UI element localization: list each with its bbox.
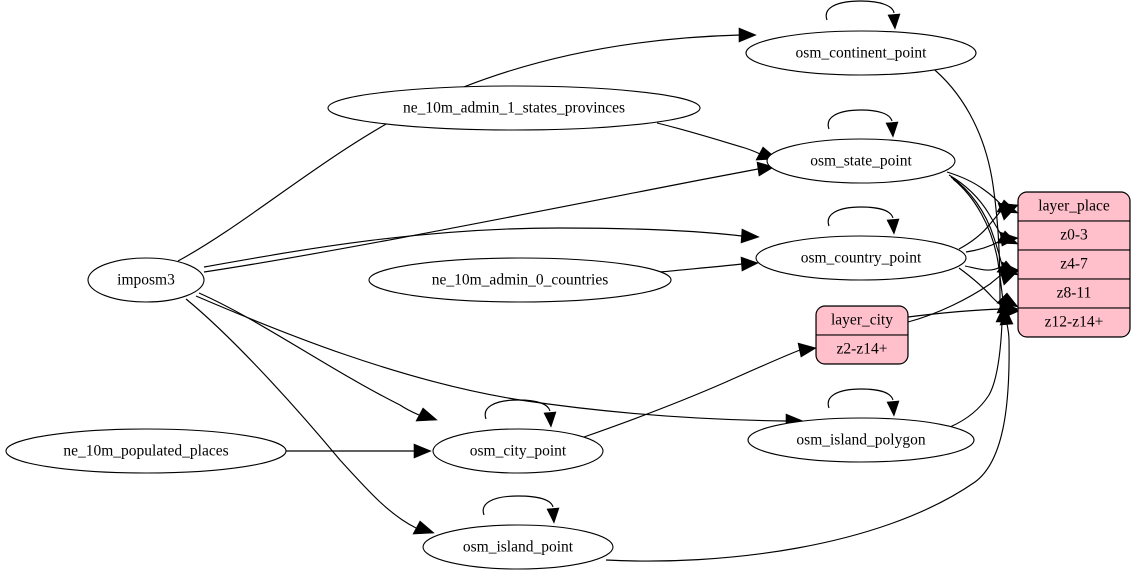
edge-ne-admin0-to-osm-country-point — [659, 256, 759, 273]
edge-ne-populated-to-osm-city-point — [286, 443, 432, 459]
node-label-ne-populated: ne_10m_populated_places — [63, 443, 228, 460]
edge-self-loop-osm-city-point — [484, 399, 557, 428]
record-cell-layer-place-z12-z14[interactable] — [1018, 307, 1130, 337]
record-cell-layer-city-z2-z14[interactable] — [816, 334, 908, 364]
node-ne-10m-admin-0-countries[interactable]: ne_10m_admin_0_countries — [368, 257, 672, 303]
record-layer: layer_place z0-3 z4-7 z8-11 z12-z14+ lay… — [815, 191, 1131, 365]
node-layer: imposm3 ne_10m_admin_1_states_provinces … — [5, 30, 977, 570]
record-node-layer-place[interactable]: layer_place z0-3 z4-7 z8-11 z12-z14+ — [1017, 191, 1131, 338]
node-label-osm-continent-point: osm_continent_point — [796, 45, 928, 62]
node-osm-city-point[interactable]: osm_city_point — [432, 428, 604, 474]
record-label-layer-place-z8-11: z8-11 — [1057, 285, 1092, 302]
node-osm-state-point[interactable]: osm_state_point — [766, 138, 956, 184]
edge-self-loop-osm-island-polygon — [827, 388, 900, 417]
node-osm-country-point[interactable]: osm_country_point — [755, 235, 967, 281]
record-cell-layer-place-z0-3[interactable] — [1018, 220, 1130, 251]
edge-imposm3-to-osm-island-point — [185, 298, 435, 535]
edge-osm-country-point-to-layer-place-z0-3 — [958, 202, 1019, 250]
node-label-ne-admin1: ne_10m_admin_1_states_provinces — [403, 100, 625, 117]
edge-layer — [177, 0, 1020, 562]
edge-imposm3-to-osm-city-point — [198, 292, 438, 422]
edge-imposm3-to-osm-island-polygon — [195, 295, 804, 429]
record-node-layer-city[interactable]: layer_city z2-z14+ — [815, 305, 909, 365]
node-label-osm-state-point: osm_state_point — [810, 153, 912, 170]
record-cell-layer-place-z8-11[interactable] — [1018, 278, 1130, 309]
node-label-osm-country-point: osm_country_point — [801, 250, 922, 267]
node-osm-continent-point[interactable]: osm_continent_point — [745, 30, 977, 76]
record-label-layer-city-title: layer_city — [831, 312, 893, 329]
node-label-ne-admin0: ne_10m_admin_0_countries — [432, 272, 609, 289]
edge-self-loop-osm-continent-point — [825, 0, 901, 30]
edge-osm-country-point-to-layer-place-z4-7 — [965, 231, 1019, 253]
node-imposm3[interactable]: imposm3 — [87, 257, 205, 303]
record-label-layer-city-z2-z14: z2-z14+ — [837, 341, 888, 358]
record-label-layer-place-z12-z14: z12-z14+ — [1045, 314, 1104, 331]
edge-imposm3-to-osm-continent-point — [177, 27, 757, 262]
edge-self-loop-osm-island-point — [482, 495, 560, 524]
record-label-layer-place-title: layer_place — [1038, 198, 1110, 215]
edge-osm-city-point-to-layer-city — [583, 342, 817, 438]
node-osm-island-point[interactable]: osm_island_point — [422, 524, 614, 570]
record-label-layer-place-z4-7: z4-7 — [1060, 256, 1088, 273]
node-label-osm-island-polygon: osm_island_polygon — [796, 432, 925, 449]
node-ne-10m-admin-1-states-provinces[interactable]: ne_10m_admin_1_states_provinces — [327, 85, 701, 131]
node-label-osm-city-point: osm_city_point — [470, 443, 567, 460]
edge-self-loop-osm-country-point — [827, 206, 900, 235]
edge-imposm3-to-osm-country-point — [203, 227, 760, 268]
edge-imposm3-to-osm-state-point — [203, 161, 775, 273]
record-label-layer-place-z0-3: z0-3 — [1060, 227, 1088, 244]
edge-ne-admin1-to-osm-state-point — [656, 122, 778, 161]
edge-self-loop-osm-state-point — [827, 109, 899, 138]
node-label-osm-island-point: osm_island_point — [463, 539, 574, 556]
node-label-imposm3: imposm3 — [117, 272, 175, 289]
edge-osm-island-point-to-layer-place-z12 — [605, 308, 1014, 562]
node-osm-island-polygon[interactable]: osm_island_polygon — [747, 417, 975, 463]
record-cell-layer-place-z4-7[interactable] — [1018, 249, 1130, 280]
node-ne-10m-populated-places[interactable]: ne_10m_populated_places — [5, 428, 287, 474]
